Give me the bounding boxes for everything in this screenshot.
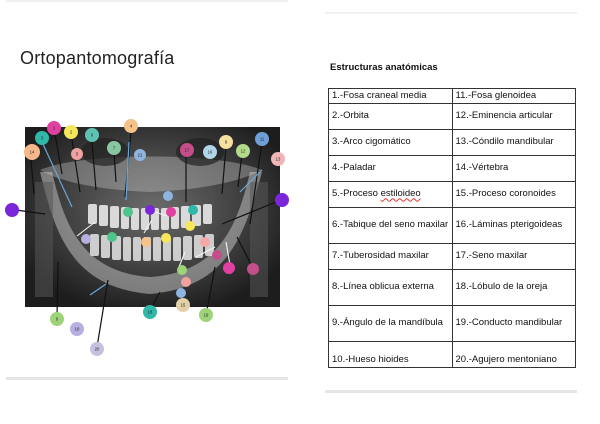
table-cell: 4.-Paladar bbox=[328, 154, 453, 182]
marker-5 bbox=[71, 148, 83, 160]
table-cell: 1.-Fosa craneal media bbox=[328, 88, 453, 104]
svg-text:11: 11 bbox=[260, 137, 265, 142]
table-cell: 12.-Eminencia articular bbox=[451, 102, 576, 130]
spellcheck-word: estiloideo bbox=[380, 188, 421, 200]
mandible-shape bbox=[40, 172, 262, 294]
marker-19 bbox=[199, 308, 213, 322]
svg-text:3: 3 bbox=[41, 136, 44, 141]
slide-title: Ortopantomografía bbox=[20, 48, 175, 68]
marker-16 bbox=[203, 145, 217, 159]
table-row: 6.-Tabique del seno maxilar 16.-Láminas … bbox=[328, 206, 576, 244]
table-cell: 14.-Vértebra bbox=[451, 154, 576, 182]
table-slide-bottom-divider bbox=[325, 390, 577, 393]
leader-lines bbox=[15, 131, 282, 348]
table-cell: 9.-Ángulo de la mandíbula bbox=[328, 304, 453, 342]
svg-text:6: 6 bbox=[91, 133, 94, 138]
svg-text:18: 18 bbox=[148, 310, 153, 315]
table-cell: 20.-Agujero mentoniano bbox=[451, 340, 576, 368]
slide-top-divider bbox=[6, 0, 288, 2]
table-cell: 16.-Láminas pterigoideas bbox=[451, 206, 576, 244]
marker-8 bbox=[219, 135, 233, 149]
marker-group: 1 2 3 6 4 14 5 7 21 17 16 8 11 bbox=[5, 119, 289, 356]
svg-text:5: 5 bbox=[76, 152, 79, 157]
marker-6 bbox=[85, 128, 99, 142]
marker-4 bbox=[124, 119, 138, 133]
svg-text:7: 7 bbox=[113, 146, 116, 151]
table-cell: 5.-Proceso estiloideo bbox=[328, 180, 453, 208]
anatomical-structures-table: 1.-Fosa craneal media 11.-Fosa glenoidea… bbox=[328, 88, 576, 368]
svg-text:2: 2 bbox=[70, 130, 73, 135]
table-cell: 3.-Arco cigomático bbox=[328, 128, 453, 156]
table-cell: 15.-Proceso coronoides bbox=[451, 180, 576, 208]
marker-18 bbox=[143, 305, 157, 319]
table-cell: 11.-Fosa glenoidea bbox=[451, 88, 576, 104]
table-row: 3.-Arco cigomático 13.-Cóndilo mandibula… bbox=[328, 128, 576, 156]
svg-text:19: 19 bbox=[204, 313, 209, 318]
table-row: 8.-Línea oblicua externa 18.-Lóbulo de l… bbox=[328, 268, 576, 306]
svg-text:10: 10 bbox=[75, 327, 80, 332]
table-cell: 18.-Lóbulo de la oreja bbox=[451, 268, 576, 306]
marker-11 bbox=[255, 132, 269, 146]
table-title: Estructuras anatómicas bbox=[330, 62, 438, 73]
table-row: 5.-Proceso estiloideo 15.-Proceso corono… bbox=[328, 180, 576, 208]
marker-2 bbox=[64, 125, 78, 139]
upper-teeth bbox=[88, 204, 212, 230]
marker-15 bbox=[176, 298, 190, 312]
table-cell: 17.-Seno maxilar bbox=[451, 242, 576, 270]
svg-text:21: 21 bbox=[138, 153, 143, 158]
table-row: 4.-Paladar 14.-Vértebra bbox=[328, 154, 576, 182]
table-row: 2.-Orbita 12.-Eminencia articular bbox=[328, 102, 576, 130]
table-row: 9.-Ángulo de la mandíbula 19.-Conducto m… bbox=[328, 304, 576, 342]
table-cell: 8.-Línea oblicua externa bbox=[328, 268, 453, 306]
marker-side-left bbox=[5, 203, 19, 217]
svg-text:14: 14 bbox=[30, 150, 35, 155]
table-cell: 7.-Tuberosidad maxilar bbox=[328, 242, 453, 270]
table-cell: 13.-Cóndilo mandibular bbox=[451, 128, 576, 156]
table-row: 10.-Hueso hioides 20.-Agujero mentoniano bbox=[328, 340, 576, 368]
marker-side-right bbox=[275, 193, 289, 207]
svg-text:15: 15 bbox=[181, 303, 186, 308]
marker-10 bbox=[70, 322, 84, 336]
panoramic-xray-figure: 1 2 3 6 4 14 5 7 21 17 16 8 11 bbox=[5, 119, 289, 356]
svg-text:12: 12 bbox=[241, 149, 246, 154]
marker-12 bbox=[236, 144, 250, 158]
svg-text:17: 17 bbox=[185, 148, 190, 153]
svg-text:16: 16 bbox=[208, 150, 213, 155]
marker-14 bbox=[24, 144, 40, 160]
marker-17 bbox=[180, 143, 194, 157]
table-slide-top-divider bbox=[325, 12, 577, 14]
svg-text:9: 9 bbox=[56, 317, 59, 322]
marker-3 bbox=[35, 131, 49, 145]
marker-1-label: 1 bbox=[53, 126, 56, 131]
svg-text:8: 8 bbox=[225, 140, 228, 145]
marker-20 bbox=[90, 342, 104, 356]
marker-9 bbox=[50, 312, 64, 326]
svg-text:4: 4 bbox=[130, 124, 133, 129]
table-cell: 10.-Hueso hioides bbox=[328, 340, 453, 368]
marker-21 bbox=[134, 149, 146, 161]
table-row: 1.-Fosa craneal media 11.-Fosa glenoidea bbox=[328, 88, 576, 104]
marker-1 bbox=[47, 121, 61, 135]
svg-text:20: 20 bbox=[95, 347, 100, 352]
table-row: 7.-Tuberosidad maxilar 17.-Seno maxilar bbox=[328, 242, 576, 270]
table-cell: 6.-Tabique del seno maxilar bbox=[328, 206, 453, 244]
table-cell: 2.-Orbita bbox=[328, 102, 453, 130]
marker-13 bbox=[271, 152, 285, 166]
slide-bottom-divider bbox=[6, 377, 288, 380]
marker-7 bbox=[107, 141, 121, 155]
svg-text:13: 13 bbox=[276, 157, 281, 162]
table-cell: 19.-Conducto mandibular bbox=[451, 304, 576, 342]
